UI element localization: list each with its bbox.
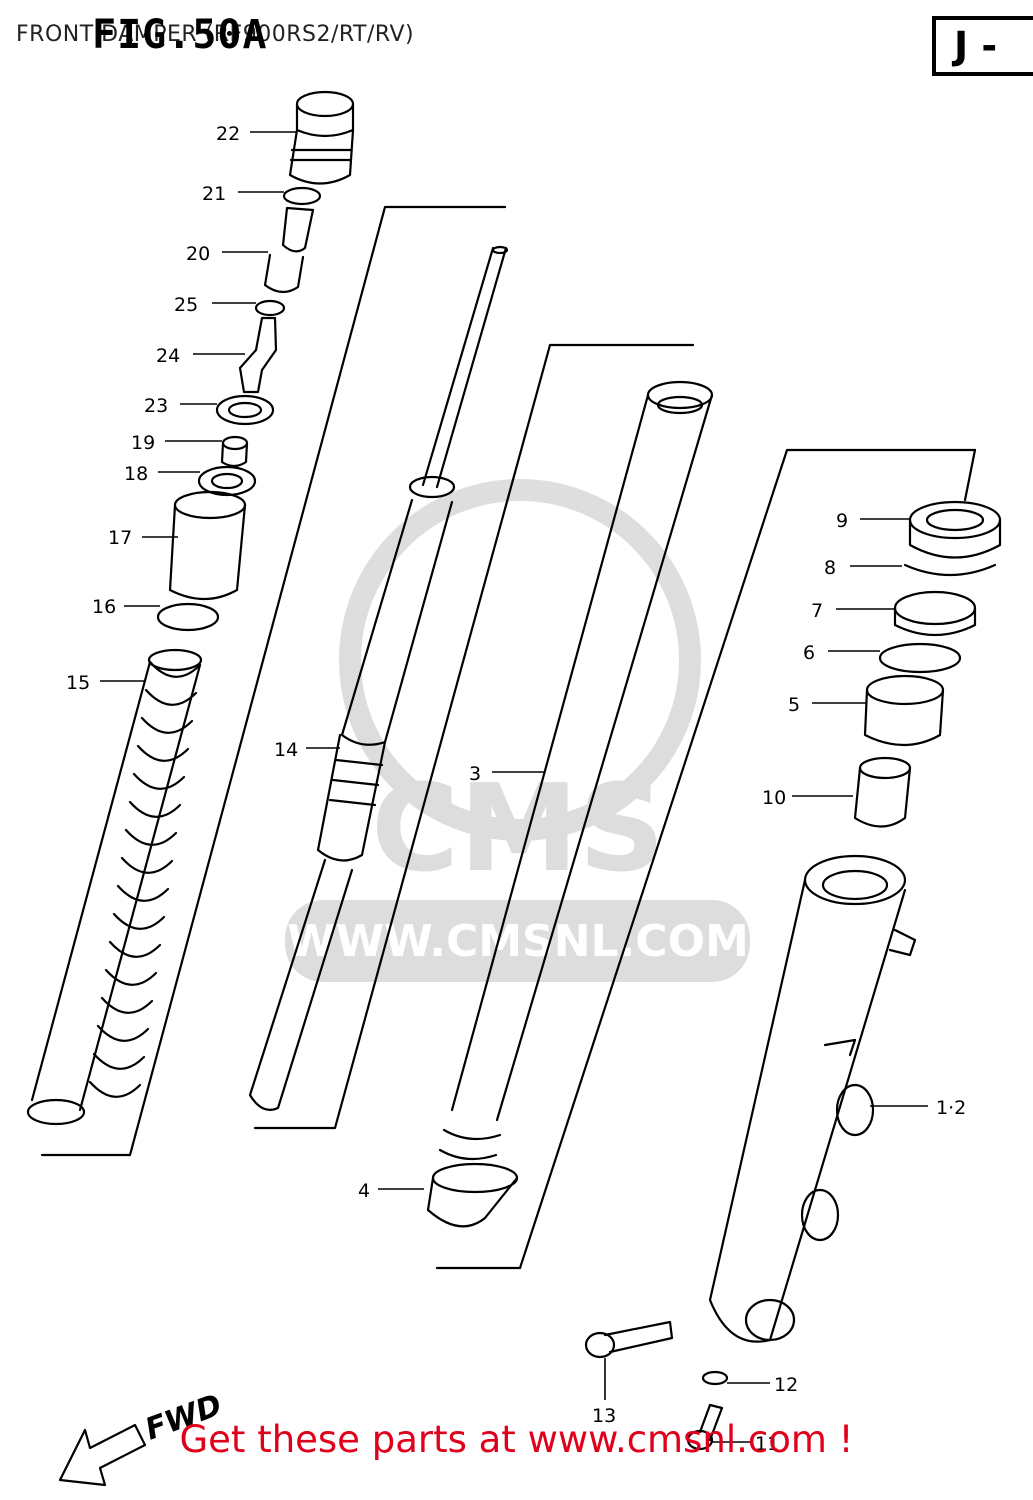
label-10: 10 bbox=[762, 787, 786, 809]
part-8-stopper-ring bbox=[903, 563, 997, 577]
label-20: 20 bbox=[186, 243, 210, 265]
part-17-spacer bbox=[168, 490, 247, 600]
label-23: 23 bbox=[144, 395, 168, 417]
label-8: 8 bbox=[824, 557, 836, 579]
label-17: 17 bbox=[108, 527, 132, 549]
part-16-washer bbox=[156, 602, 220, 632]
part-24-rod bbox=[238, 316, 278, 394]
figure-label: FIG.50A bbox=[92, 12, 268, 58]
part-18-seat bbox=[197, 465, 257, 497]
label-21: 21 bbox=[202, 183, 226, 205]
part-10-bushing bbox=[853, 756, 912, 828]
label-25: 25 bbox=[174, 294, 198, 316]
label-6: 6 bbox=[803, 642, 815, 664]
promo-link[interactable]: Get these parts at www.cmsnl.com ! bbox=[179, 1418, 854, 1461]
part-6-washer bbox=[878, 642, 962, 674]
label-12: 12 bbox=[774, 1374, 798, 1396]
watermark: CMS WWW.CMSNL.COM bbox=[285, 479, 750, 982]
part-4-bushing bbox=[431, 1162, 519, 1194]
part-11-bolt bbox=[686, 1403, 724, 1451]
label-15: 15 bbox=[66, 672, 90, 694]
part-labels: 22 21 20 25 24 23 19 18 17 16 15 14 3 9 … bbox=[66, 123, 966, 1455]
part-14-damper-rod bbox=[248, 245, 509, 1111]
label-11: 11 bbox=[755, 1433, 779, 1455]
part-22-cap-bolt bbox=[288, 90, 355, 185]
label-14: 14 bbox=[274, 739, 298, 761]
part-19-collar bbox=[220, 435, 249, 468]
part-23-washer bbox=[215, 394, 275, 426]
part-15-spring bbox=[26, 648, 203, 1126]
frame-middle bbox=[253, 343, 695, 1130]
part-3-inner-tube bbox=[426, 380, 714, 1228]
part-5-bushing bbox=[863, 674, 945, 747]
fwd-arrow-icon bbox=[58, 1423, 147, 1487]
watermark-url: WWW.CMSNL.COM bbox=[287, 916, 749, 967]
label-19: 19 bbox=[131, 432, 155, 454]
label-22: 22 bbox=[216, 123, 240, 145]
label-7: 7 bbox=[811, 600, 823, 622]
label-9: 9 bbox=[836, 510, 848, 532]
part-20-adjuster bbox=[263, 206, 315, 294]
part-1-2-outer-tube bbox=[708, 854, 917, 1343]
watermark-logo: CMS bbox=[371, 760, 665, 899]
leader-lines bbox=[100, 131, 928, 1443]
part-7-oil-seal bbox=[893, 590, 977, 637]
label-1-2: 1·2 bbox=[936, 1097, 966, 1119]
part-21-o-ring bbox=[282, 186, 322, 206]
label-24: 24 bbox=[156, 345, 180, 367]
label-16: 16 bbox=[92, 596, 116, 618]
label-13: 13 bbox=[592, 1405, 616, 1427]
frame-left bbox=[40, 205, 507, 1157]
part-13-axle-bolt bbox=[584, 1320, 674, 1359]
part-25-o-ring bbox=[254, 299, 286, 317]
page-title: FRONT DAMPER (RF900RS2/RT/RV) bbox=[16, 22, 415, 47]
label-4: 4 bbox=[358, 1180, 370, 1202]
part-12-washer bbox=[701, 1370, 729, 1386]
part-9-dust-seal bbox=[908, 500, 1002, 559]
label-3: 3 bbox=[469, 763, 481, 785]
label-18: 18 bbox=[124, 463, 148, 485]
label-5: 5 bbox=[788, 694, 800, 716]
section-tag: J - bbox=[932, 16, 1033, 76]
frame-right bbox=[435, 448, 977, 1270]
